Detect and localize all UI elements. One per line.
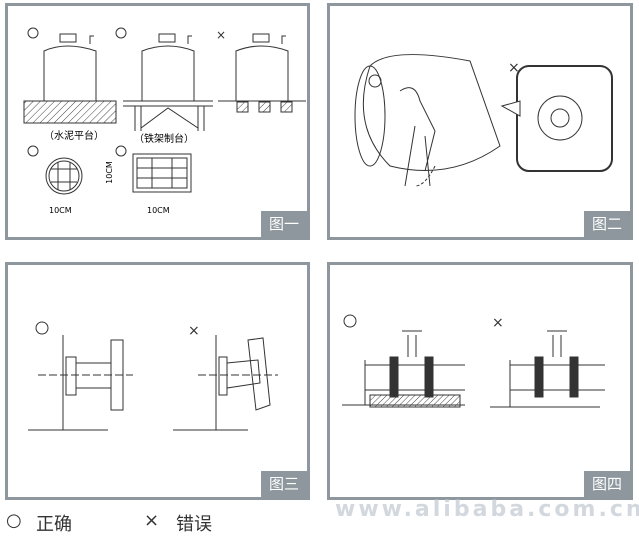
panel-figure-2: × 图二 — [327, 3, 633, 240]
mark-wrong: × — [492, 315, 504, 331]
flange-alignment-diagram: × — [28, 321, 278, 431]
valve-support-diagram: × — [342, 314, 605, 408]
mark-wrong: × — [216, 28, 226, 42]
legend-correct-label: 正确 — [36, 514, 72, 535]
panel-figure-3: × 图三 — [5, 262, 310, 500]
mark-wrong: × — [188, 323, 200, 339]
tank-lifting-diagram: × — [354, 54, 613, 187]
panel-figure-1: × （水泥平台） （铁架制台） 10CM 10CM 10CM 图一 — [5, 3, 310, 240]
caption-cement-platform: （水泥平台） — [44, 131, 104, 142]
dimension-label: 10CM — [49, 206, 72, 215]
tank-base-diagram: × — [23, 27, 306, 195]
legend-wrong-label: 错误 — [176, 514, 212, 535]
dimension-label: 10CM — [104, 161, 114, 184]
figure-label: 图三 — [261, 471, 307, 497]
caption-iron-stand: （铁架制台） — [134, 134, 194, 145]
watermark: www.alibaba.com.cn — [335, 497, 639, 522]
legend-correct-symbol: ○ — [6, 510, 22, 531]
mark-wrong: × — [508, 60, 520, 76]
figure-label: 图四 — [584, 471, 630, 497]
panel-figure-4: × 图四 — [327, 262, 633, 500]
dimension-label: 10CM — [147, 206, 170, 215]
figure-label: 图二 — [584, 211, 630, 237]
figure-label: 图一 — [261, 211, 307, 237]
legend-wrong-symbol: × — [144, 510, 160, 531]
